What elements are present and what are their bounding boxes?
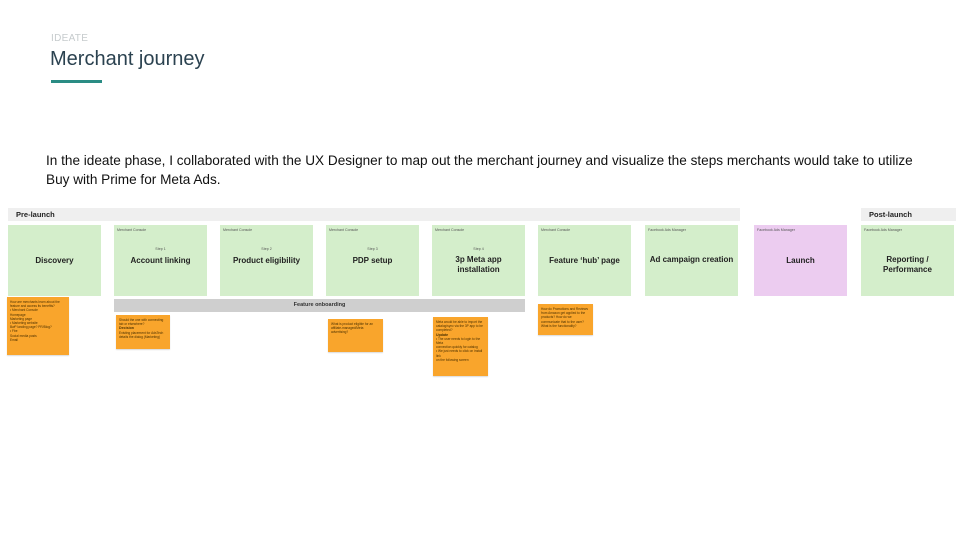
stage-name: Discovery [35,256,74,265]
stage-name: Product eligibility [232,256,301,265]
sticky-line: Update [436,332,449,337]
sticky-line: What is product eligible for an affiliat… [331,322,373,335]
stage-name: Account linking [130,256,191,265]
stage-name: 3p Meta app installation [455,255,502,274]
stage-ad-campaign-creation: Facebook Ads Manager Ad campaign creatio… [645,225,738,296]
stage-step: Step 2 [261,247,272,251]
sticky-line: • Fbe [10,329,18,334]
feature-onboarding-bar: Feature onboarding [114,299,525,312]
sticky-line: Homepage [10,312,26,317]
sticky-line: • Marketing website [10,321,38,326]
stage-tag: Merchant Console [117,228,147,232]
sticky-line: How are merchants learn about the featur… [10,300,60,309]
sticky-line: • The user needs to login to the Meta [436,336,481,346]
stage-tag: Merchant Console [435,228,465,232]
stage-step: Step 3 [367,247,378,251]
stage-tag: Merchant Console [541,228,571,232]
stage-name: Launch [786,256,815,265]
sticky-line: on the following screen [436,357,469,362]
stage-pdp-setup: Merchant Console Step 3 PDP setup [326,225,419,296]
stage-discovery: Discovery [8,225,101,296]
sticky-line: • Merchant Console [10,308,38,313]
stage-launch: Facebook Ads Manager Launch [754,225,847,296]
intro-text: In the ideate phase, I collaborated with… [46,153,913,187]
stage-tag: Facebook Ads Manager [757,228,795,232]
sticky-line: connection quickly for catalog [436,345,478,350]
stage-account-linking: Merchant Console Step 1 Account linking [114,225,207,296]
stage-reporting-performance: Facebook Ads Manager Reporting / Perform… [861,225,954,296]
sticky-line: Existing placement for AdsTech details t… [119,330,164,339]
sticky-note-discovery: How are merchants learn about the featur… [7,297,69,355]
sticky-note-pdp-setup: What is product eligible for an affiliat… [328,319,383,352]
stage-tag: Facebook Ads Manager [648,228,686,232]
stage-tag: Facebook Ads Manager [864,228,902,232]
sticky-note-account-linking: Should the one with connecting tab or el… [116,315,170,349]
stage-tag: Merchant Console [223,228,253,232]
phase-bar-post-launch: Post-launch [861,208,956,221]
title-underline [51,80,102,83]
stage-name: PDP setup [352,256,393,265]
stage-name: Feature ‘hub’ page [549,256,620,265]
stage-product-eligibility: Merchant Console Step 2 Product eligibil… [220,225,313,296]
stage-feature-hub-page: Merchant Console Feature ‘hub’ page [538,225,631,296]
sticky-line: Marketing page [10,316,32,321]
page-eyebrow: IDEATE [51,33,89,44]
stage-tag: Merchant Console [329,228,359,232]
sticky-line: • We just needs to click on install link [436,349,483,358]
sticky-line: Social media posts [10,333,37,338]
stage-step: Step 4 [473,247,484,251]
sticky-line: Email [10,337,18,342]
sticky-note-meta-app: Meta would be able to import the catalog… [433,317,488,376]
stage-name: Reporting / Performance [883,255,932,274]
sticky-note-feature-hub: How do Promotions and Reviews from Amazo… [538,304,593,335]
sticky-line: Should the one with connecting tab or el… [119,318,164,327]
sticky-line: How do Promotions and Reviews from Amazo… [541,307,588,328]
sticky-line: BwP landing page? PR/Blog? [10,325,52,330]
stage-step: Step 1 [155,247,166,251]
sticky-line: Meta would be able to import the catalog… [436,320,483,333]
phase-bar-pre-launch: Pre-launch [8,208,740,221]
stage-meta-app-installation: Merchant Console Step 4 3p Meta app inst… [432,225,525,296]
sticky-line: Decision [119,326,134,331]
stage-name: Ad campaign creation [649,255,734,264]
page-title: Merchant journey [50,48,205,70]
